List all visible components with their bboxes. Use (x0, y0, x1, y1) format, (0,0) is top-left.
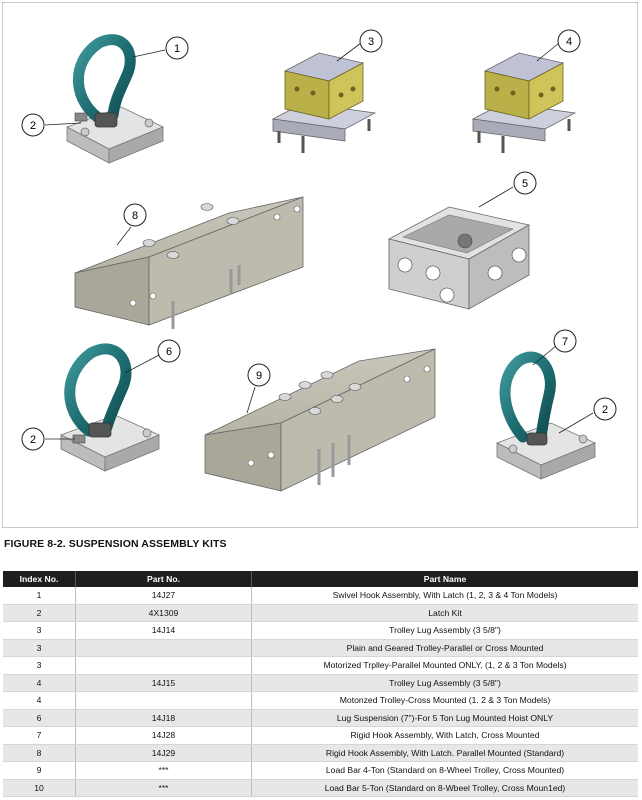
cell-part-no (75, 639, 252, 657)
callout-6: 6 (157, 339, 181, 363)
assembly-drawing: 1 2 3 4 5 8 6 7 (21, 29, 617, 492)
callout-9: 9 (247, 363, 271, 387)
table-row: 4 Motonzed Trolley-Cross Mounted (1. 2 & … (3, 691, 638, 710)
svg-text:1: 1 (174, 43, 180, 55)
cell-index-no: 6 (3, 709, 76, 727)
cell-part-no: 14J18 (75, 709, 252, 727)
callout-2-top: 2 (21, 113, 45, 137)
cell-part-no: *** (75, 761, 252, 780)
cell-part-name: Swivel Hook Assembly, With Latch (1, 2, … (251, 587, 638, 605)
cell-index-no: 1 (3, 587, 76, 605)
svg-text:6: 6 (166, 346, 172, 358)
cell-index-no: 3 (3, 656, 76, 675)
callout-2-right: 2 (593, 397, 617, 421)
header-part-no: Part No. (75, 571, 252, 587)
cell-part-no: 14J15 (75, 674, 252, 692)
cell-part-no: 14J14 (75, 621, 252, 640)
cell-index-no: 7 (3, 726, 76, 745)
table-row: 10***Load Bar 5-Ton (Standard on 8-Wbeel… (3, 779, 638, 797)
callout-2-bottom: 2 (21, 427, 45, 451)
cell-index-no: 4 (3, 674, 76, 692)
svg-text:2: 2 (30, 434, 36, 446)
cell-index-no: 2 (3, 604, 76, 622)
figure-illustration: 1 2 3 4 5 8 6 7 (2, 2, 638, 528)
cell-part-no (75, 656, 252, 675)
svg-text:7: 7 (562, 336, 568, 348)
svg-text:2: 2 (30, 120, 36, 132)
trolley-lug-housing (387, 206, 531, 310)
callout-1: 1 (165, 36, 189, 60)
cell-part-name: Motorized Trplley-Parallel Mounted ONLY,… (251, 656, 638, 675)
svg-text:8: 8 (132, 210, 138, 222)
cell-part-name: Trolley Lug Assembly (3 5/8") (251, 621, 638, 640)
header-index-no: Index No. (3, 571, 76, 587)
callout-3: 3 (359, 29, 383, 53)
rigid-hook-assembly (495, 351, 597, 480)
cell-part-name: Load Bar 5-Ton (Standard on 8-Wbeel Trol… (251, 779, 638, 797)
lug-suspension-hook (59, 343, 161, 472)
cell-index-no: 4 (3, 691, 76, 710)
cell-index-no: 9 (3, 761, 76, 780)
load-bar-parallel (74, 196, 304, 329)
svg-text:9: 9 (256, 370, 262, 382)
callout-7: 7 (553, 329, 577, 353)
table-row: 9***Load Bar 4-Ton (Standard on 8-Wheel … (3, 761, 638, 780)
table-header-row: Index No. Part No. Part Name (3, 571, 638, 587)
leader-lines (44, 42, 594, 440)
cell-part-name: Lug Suspension (7")-For 5 Ton Lug Mounte… (251, 709, 638, 727)
cell-part-name: Rigid Hook Assembly, With Latch, Cross M… (251, 726, 638, 745)
table-row: 3 Plain and Geared Trolley-Parallel or Cr… (3, 639, 638, 657)
svg-text:4: 4 (566, 36, 572, 48)
callout-5: 5 (513, 171, 537, 195)
cell-index-no: 3 (3, 621, 76, 640)
trolley-lug-assembly-3 (271, 52, 377, 153)
cell-part-name: Trolley Lug Assembly (3 5/8") (251, 674, 638, 692)
svg-text:5: 5 (522, 178, 528, 190)
cell-part-no (75, 691, 252, 710)
svg-text:3: 3 (368, 36, 374, 48)
cell-part-name: Load Bar 4-Ton (Standard on 8-Wheel Trol… (251, 761, 638, 780)
cell-index-no: 8 (3, 744, 76, 762)
trolley-lug-assembly-4 (471, 52, 577, 153)
callout-4: 4 (557, 29, 581, 53)
cell-part-no: *** (75, 779, 252, 797)
table-row: 3 Motorized Trplley-Parallel Mounted ONLY… (3, 656, 638, 675)
cell-part-no: 4X1309 (75, 604, 252, 622)
figure-caption: FIGURE 8-2. SUSPENSION ASSEMBLY KITS (4, 538, 227, 550)
callout-8: 8 (123, 203, 147, 227)
cell-part-name: Plain and Geared Trolley-Parallel or Cro… (251, 639, 638, 657)
cell-part-name: Motonzed Trolley-Cross Mounted (1. 2 & 3… (251, 691, 638, 710)
cell-part-no: 14J27 (75, 587, 252, 605)
cell-part-no: 14J28 (75, 726, 252, 745)
cell-part-name: Rigid Hook Assembly, With Latch. Paralle… (251, 744, 638, 762)
swivel-hook-assembly-top (66, 34, 164, 164)
cell-index-no: 10 (3, 779, 76, 797)
cell-part-name: Latch Kit (251, 604, 638, 622)
load-bar-cross (204, 348, 436, 492)
cell-part-no: 14J29 (75, 744, 252, 762)
cell-index-no: 3 (3, 639, 76, 657)
header-part-name: Part Name (251, 571, 638, 587)
svg-text:2: 2 (602, 404, 608, 416)
